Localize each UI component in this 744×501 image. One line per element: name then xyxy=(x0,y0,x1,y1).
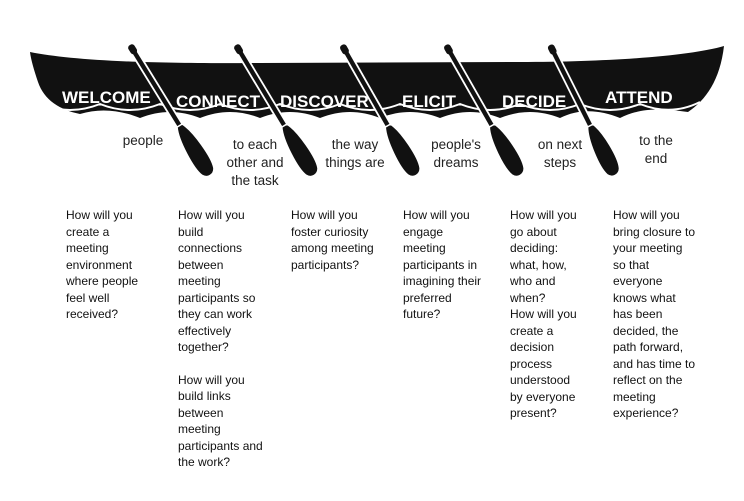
questions-elicit: How will you engage meeting participants… xyxy=(403,207,489,323)
canoe-hull xyxy=(30,46,724,118)
questions-discover: How will you foster curiosity among meet… xyxy=(291,207,381,273)
question-text: How will you go about deciding: what, ho… xyxy=(510,208,577,305)
paddle-5 xyxy=(547,44,621,177)
question-text: How will you create a decision process u… xyxy=(510,307,577,420)
stage-title-decide: DECIDE xyxy=(502,92,566,111)
stage-title-discover: DISCOVER xyxy=(280,92,369,111)
question-text: How will you build links between meeting… xyxy=(178,372,263,470)
stage-title-welcome: WELCOME xyxy=(62,88,151,107)
question-text: How will you engage meeting participants… xyxy=(403,208,482,321)
question-text: How will you build connections between m… xyxy=(178,208,256,354)
canoe-diagram: WELCOME CONNECT DISCOVER ELICIT DECIDE A… xyxy=(30,44,724,178)
questions-welcome: How will you create a meeting environmen… xyxy=(66,207,150,323)
stage-title-attend: ATTEND xyxy=(605,88,673,107)
stage-title-elicit: ELICIT xyxy=(402,92,456,111)
questions-decide: How will you go about deciding: what, ho… xyxy=(510,207,586,422)
stage-subtitle-discover: the way things are xyxy=(325,137,385,170)
stage-subtitle-connect: to each other and the task xyxy=(226,137,284,188)
questions-attend: How will you bring closure to your meeti… xyxy=(613,207,697,422)
stage-subtitle-attend: to the end xyxy=(639,133,673,166)
questions-connect: How will you build connections between m… xyxy=(178,207,268,471)
paddle-3 xyxy=(340,44,421,178)
stage-subtitle-welcome: people xyxy=(122,133,164,148)
canoe-wave-line xyxy=(39,101,701,111)
stage-title-connect: CONNECT xyxy=(176,92,261,111)
paddle-1 xyxy=(128,44,215,178)
question-text: How will you create a meeting environmen… xyxy=(66,208,139,321)
question-text: How will you foster curiosity among meet… xyxy=(291,208,374,272)
question-text: How will you bring closure to your meeti… xyxy=(613,208,696,420)
paddle-4 xyxy=(444,44,525,178)
paddle-2 xyxy=(234,44,319,178)
stage-subtitle-elicit: people's dreams xyxy=(431,137,481,170)
stage-subtitle-decide: on next steps xyxy=(537,137,583,170)
